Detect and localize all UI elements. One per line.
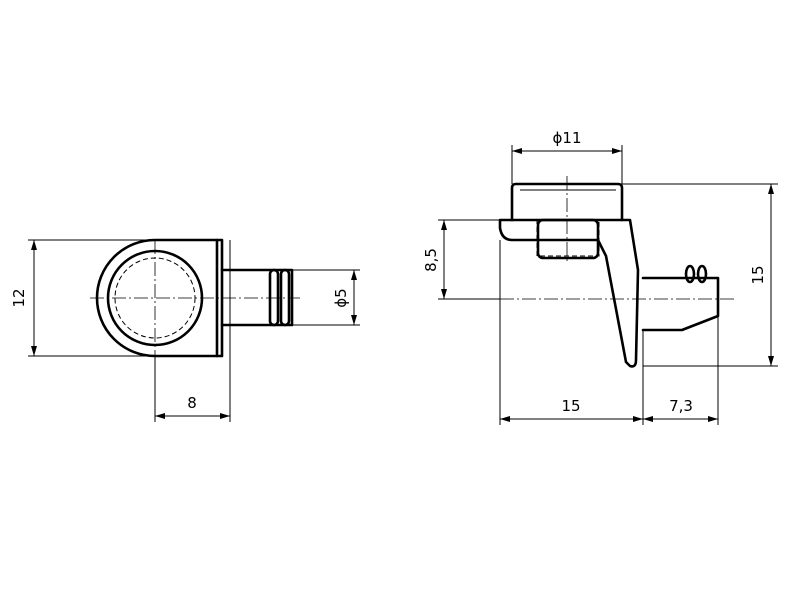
- body-length-label: 15: [561, 397, 580, 415]
- front-height-label: 12: [10, 288, 28, 307]
- side-pin: [641, 276, 720, 332]
- side-bracket-body: [498, 218, 640, 368]
- body-length-dimension: 15: [499, 240, 644, 425]
- total-height-label: 15: [749, 265, 767, 284]
- front-height-dimension: 12: [10, 239, 155, 357]
- side-view: [498, 176, 735, 368]
- offset-height-dimension: 8,5: [422, 219, 500, 300]
- front-width-label: 8: [187, 394, 197, 412]
- pin-length-dimension: 7,3: [643, 316, 719, 425]
- pin-length-label: 7,3: [669, 397, 693, 415]
- front-pin: [220, 268, 294, 327]
- pin-diameter-dimension: ϕ5: [292, 269, 360, 326]
- head-diameter-label: ϕ11: [553, 129, 582, 147]
- front-width-dimension: 8: [154, 240, 231, 422]
- head-diameter-dimension: ϕ11: [511, 129, 623, 184]
- side-hidden-cylinder: [536, 219, 600, 257]
- side-pin-spring: [684, 264, 708, 284]
- front-pin-grooves: [268, 268, 291, 327]
- offset-height-label: 8,5: [422, 248, 440, 272]
- front-view: [90, 238, 300, 358]
- pin-diameter-label: ϕ5: [332, 288, 350, 307]
- total-height-dimension: 15: [622, 183, 778, 367]
- front-body-outline: [95, 238, 224, 358]
